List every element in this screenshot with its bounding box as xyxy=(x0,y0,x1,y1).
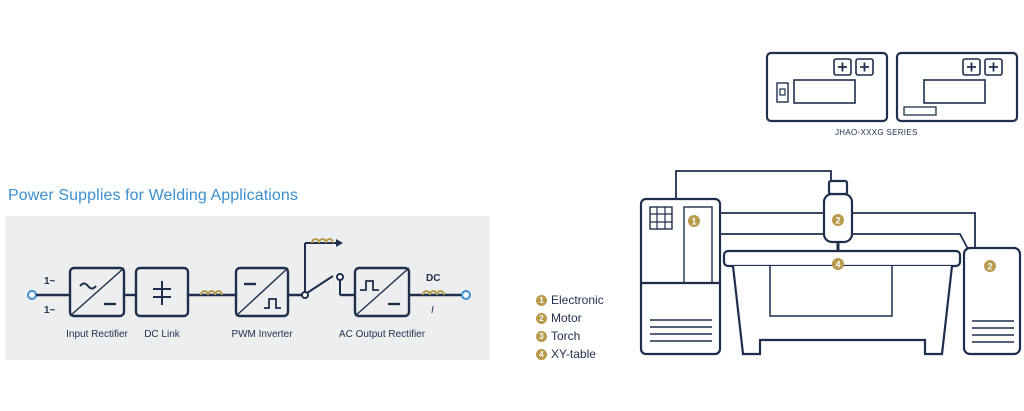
legend-label: Torch xyxy=(551,329,581,343)
legend-item-torch: 3 Torch xyxy=(536,327,604,345)
label-ac-output-rectifier: AC Output Rectifier xyxy=(339,329,426,340)
label-dc-link: DC Link xyxy=(144,329,181,340)
series-label: JHAO-XXXG SERIES xyxy=(835,128,918,137)
legend-number: 3 xyxy=(536,330,547,342)
block-dc-link xyxy=(134,266,190,318)
block-diagram xyxy=(27,238,471,318)
label-input-rectifier: Input Rectifier xyxy=(66,329,128,340)
output-terminal xyxy=(461,290,471,300)
block-input-rectifier xyxy=(68,266,126,318)
legend-number: 2 xyxy=(536,312,547,324)
legend-item-motor: 2 Motor xyxy=(536,309,604,327)
legend-number: 1 xyxy=(536,294,547,306)
marker-xy-table: 4 xyxy=(835,260,840,270)
input-phase-top: 1~ xyxy=(44,276,56,287)
inductor-coil-2 xyxy=(311,238,334,244)
legend-label: Electronic xyxy=(551,293,604,307)
block-pwm-inverter xyxy=(234,266,290,318)
diagram-title: Power Supplies for Welding Applications xyxy=(8,187,298,204)
input-phase-bottom: 1~ xyxy=(44,305,56,316)
marker-electronic: 1 xyxy=(691,217,696,227)
legend-item-xy-table: 4 XY-table xyxy=(536,345,604,363)
legend: 1 Electronic 2 Motor 3 Torch 4 XY-table xyxy=(536,291,604,363)
marker-motor: 2 xyxy=(987,262,992,272)
block-ac-output-rectifier xyxy=(353,266,411,318)
label-pwm-inverter: PWM Inverter xyxy=(231,329,293,340)
legend-label: Motor xyxy=(551,311,582,325)
legend-number: 4 xyxy=(536,348,547,360)
inductor-coil-3 xyxy=(422,290,445,296)
output-dc-label: DC xyxy=(426,273,440,284)
input-terminal xyxy=(27,290,37,300)
electronic-cabinet xyxy=(639,197,722,356)
output-current-label: I xyxy=(431,305,434,316)
cutting-machine xyxy=(639,170,1022,356)
machine-markers: 1 2 4 2 xyxy=(688,214,996,272)
legend-label: XY-table xyxy=(551,347,596,361)
marker-torch-motor: 2 xyxy=(835,216,840,226)
inductor-coil-1 xyxy=(200,290,223,296)
power-supply-units xyxy=(765,51,1019,123)
legend-item-electronic: 1 Electronic xyxy=(536,291,604,309)
